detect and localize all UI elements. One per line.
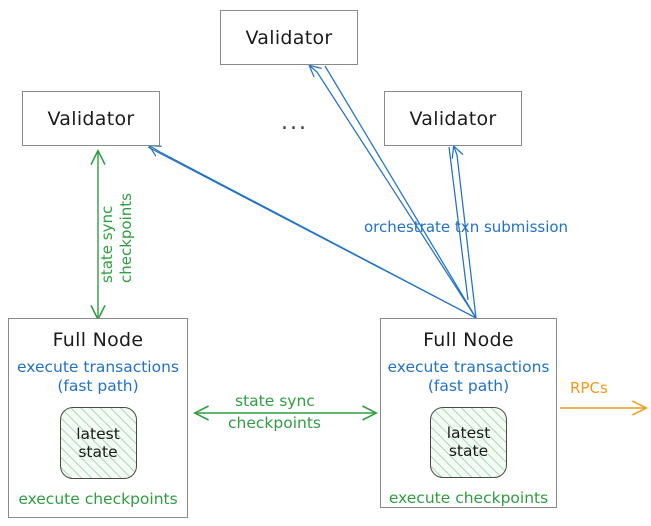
label-orchestrate-txn-submission: orchestrate txn submission bbox=[364, 218, 569, 236]
fullnode-right-latest-state-line1: latest bbox=[446, 424, 491, 443]
label-state-sync-horizontal-line1: state sync bbox=[235, 392, 315, 410]
fullnode-left-latest-state-line2: state bbox=[78, 442, 118, 461]
node-validator-top-label: Validator bbox=[245, 26, 333, 49]
fullnode-left-latest-state-chip: latest state bbox=[59, 406, 137, 479]
fullnode-left-latest-state-line1: latest bbox=[76, 424, 120, 443]
fullnode-right-latest-state-line2: state bbox=[448, 442, 489, 461]
label-state-sync-horizontal-line2: checkpoints bbox=[228, 414, 321, 432]
validators-ellipsis: ... bbox=[281, 110, 308, 135]
fullnode-right-latest-state-chip: latest state bbox=[430, 406, 507, 478]
node-validator-left-label: Validator bbox=[47, 107, 135, 130]
fullnode-left-fast-path: (fast path) bbox=[57, 376, 139, 395]
node-fullnode-right[interactable]: Full Node execute transactions (fast pat… bbox=[380, 318, 557, 508]
node-validator-right[interactable]: Validator bbox=[384, 91, 522, 146]
fullnode-left-execute-checkpoints: execute checkpoints bbox=[18, 489, 178, 508]
node-validator-top[interactable]: Validator bbox=[220, 10, 358, 65]
node-validator-left[interactable]: Validator bbox=[22, 91, 160, 146]
fullnode-right-execute-transactions: execute transactions bbox=[387, 358, 550, 376]
fullnode-left-execute-transactions: execute transactions bbox=[16, 358, 180, 376]
node-fullnode-right-label: Full Node bbox=[423, 329, 514, 351]
fullnode-right-execute-checkpoints: execute checkpoints bbox=[388, 489, 549, 507]
node-validator-right-label: Validator bbox=[409, 107, 497, 130]
label-state-sync-vertical-line2: checkpoints bbox=[117, 193, 135, 283]
node-fullnode-left-label: Full Node bbox=[52, 329, 144, 351]
node-fullnode-left[interactable]: Full Node execute transactions (fast pat… bbox=[8, 318, 188, 518]
label-state-sync-vertical-line1: state sync bbox=[98, 205, 116, 283]
fullnode-right-fast-path: (fast path) bbox=[427, 376, 510, 395]
label-rpcs: RPCs bbox=[570, 379, 608, 397]
